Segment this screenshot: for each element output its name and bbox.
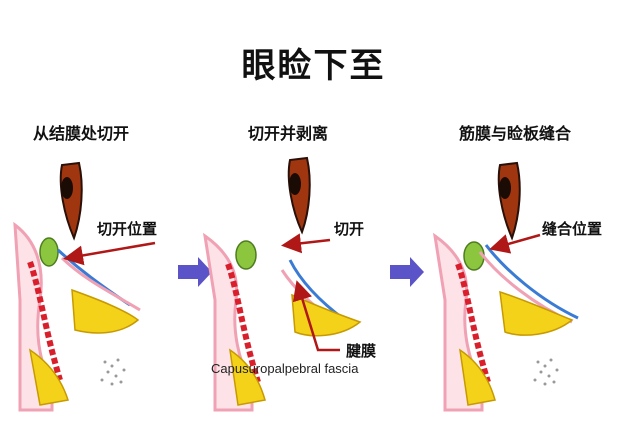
capsulopalpebral-fascia-label: Capusuropalpebral fascia	[211, 361, 359, 376]
panel-1-illustration	[13, 161, 156, 412]
step-1-title: 从结膜处切开	[33, 124, 130, 143]
incision-position-label: 切开位置	[97, 220, 158, 238]
panel-2-illustration	[202, 156, 362, 412]
step-2-title: 切开并剥离	[248, 124, 329, 143]
panel-3-illustration	[432, 161, 579, 412]
step-3-title: 筋膜与睑板缝合	[459, 124, 572, 143]
eye-icon-2	[287, 156, 311, 235]
incision-label: 切开	[334, 220, 365, 238]
aponeurosis-label: 腱膜	[346, 342, 377, 360]
suture-position-label: 缝合位置	[542, 220, 603, 238]
page-title: 眼睑下至	[241, 46, 386, 86]
eye-icon-3	[497, 161, 521, 241]
eye-icon-1	[59, 161, 83, 241]
next-step-arrow-1	[178, 257, 212, 287]
next-step-arrow-2	[390, 257, 424, 287]
